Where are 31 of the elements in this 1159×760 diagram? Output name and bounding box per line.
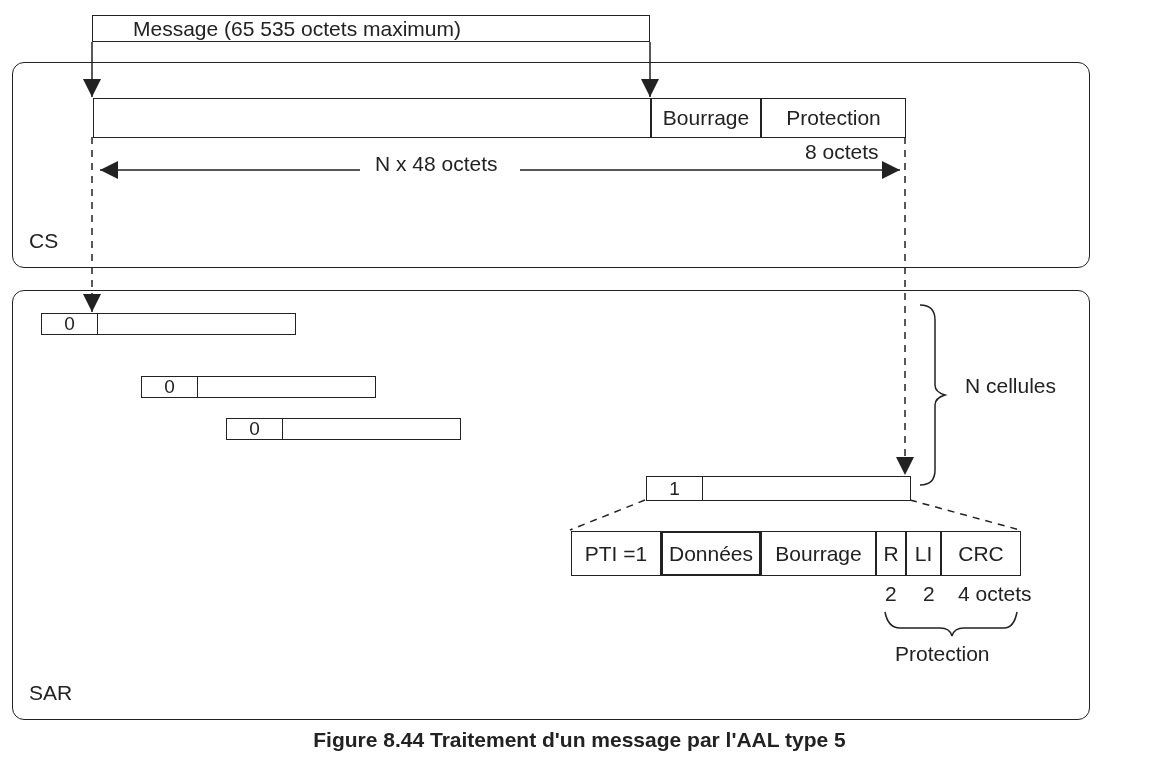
connector-line	[569, 499, 646, 531]
figure-caption: Figure 8.44 Traitement d'un message par l'AAL type 5	[312, 728, 847, 752]
arrow	[641, 41, 659, 98]
atm-cell: 1	[646, 476, 911, 501]
field-box: Bourrage	[651, 98, 761, 138]
layer-label: SAR	[29, 681, 73, 705]
field-box: Protection	[761, 98, 906, 138]
dimension-label: 8 octets	[805, 140, 879, 164]
bracket-label: Protection	[895, 642, 990, 666]
field-box: PTI =1	[571, 531, 661, 576]
field-box: LI	[906, 531, 941, 576]
layer-label: CS	[29, 229, 59, 253]
bracket-label: N cellules	[965, 374, 1057, 398]
atm-cell: 0	[226, 418, 461, 440]
layer-panel	[12, 62, 1090, 268]
dimension-label: N x 48 octets	[375, 152, 498, 176]
field-box: CRC	[941, 531, 1021, 576]
dimension-label: 2	[885, 582, 897, 606]
field-box: Bourrage	[761, 531, 876, 576]
arrow	[896, 136, 914, 476]
message-box: Message (65 535 octets maximum)	[92, 15, 650, 42]
payload-bar	[93, 98, 651, 138]
dimension-label: 2	[923, 582, 935, 606]
dimension-label: 4 octets	[958, 582, 1032, 606]
arrow	[83, 136, 101, 313]
field-box: Données	[661, 531, 761, 576]
atm-cell: 0	[41, 313, 296, 335]
atm-cell: 0	[141, 376, 376, 398]
field-box: R	[876, 531, 906, 576]
layer-panel	[12, 290, 1090, 720]
arrow	[83, 41, 101, 98]
